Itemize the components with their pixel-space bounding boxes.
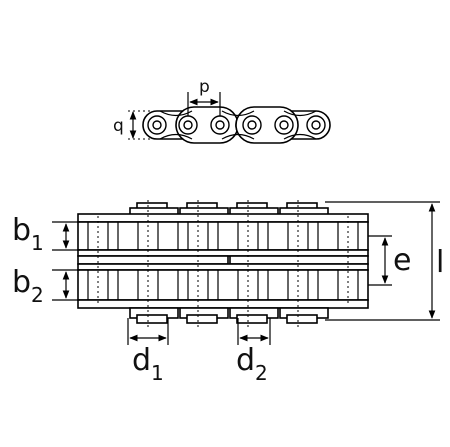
height-dimension: q [113, 110, 150, 140]
e-dimension: e [368, 235, 411, 286]
d1-dimension: d1 [127, 318, 169, 385]
lower-pin-heads [136, 314, 318, 324]
b1-label: b1 [12, 213, 44, 255]
d1-label: d1 [132, 343, 164, 385]
strand-2 [77, 269, 369, 301]
l-dimension: l [325, 201, 444, 321]
b2-symbol: b [12, 265, 31, 300]
middle-plates [77, 249, 369, 271]
b2-label: b2 [12, 265, 44, 307]
d1-subscript: 1 [151, 361, 164, 385]
b2-subscript: 2 [31, 283, 44, 307]
e-label: e [393, 243, 411, 278]
chain-links [142, 106, 331, 144]
b1-dimension: b1 [12, 213, 80, 255]
chain-top-view [77, 200, 369, 330]
pitch-dimension: p [187, 77, 221, 116]
outer-plates-top [77, 207, 369, 223]
d1-symbol: d [132, 343, 151, 378]
height-label: q [113, 116, 124, 136]
chain-pins [147, 115, 326, 135]
b1-subscript: 1 [31, 231, 44, 255]
d2-symbol: d [236, 343, 255, 378]
d2-dimension: d2 [236, 318, 271, 385]
strand-1 [77, 221, 369, 251]
pitch-label: p [199, 77, 210, 97]
b1-symbol: b [12, 213, 31, 248]
chain-side-view: p q [113, 77, 331, 144]
outer-plates-bottom [77, 299, 369, 319]
d2-label: d2 [236, 343, 268, 385]
l-label: l [436, 245, 444, 280]
centerlines [97, 200, 349, 330]
d2-subscript: 2 [255, 361, 268, 385]
b2-dimension: b2 [12, 265, 80, 307]
